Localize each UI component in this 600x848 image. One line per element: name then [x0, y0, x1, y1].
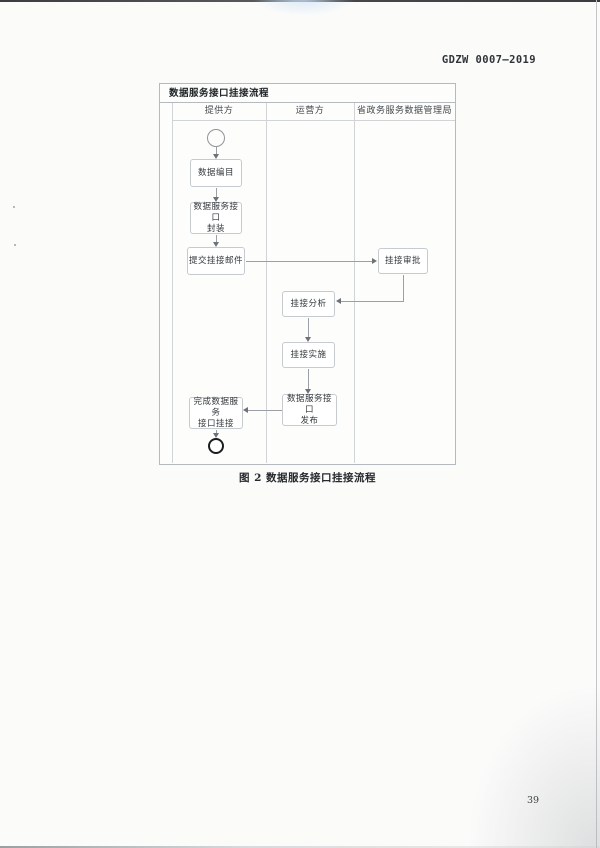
flow-arrowhead-down-icon: [213, 433, 219, 438]
flow-line: [216, 188, 217, 197]
flow-arrowhead-down-icon: [305, 337, 311, 342]
flow-line: [216, 430, 217, 434]
start-node: [207, 129, 225, 147]
pool-body: 提供方 运营方 省政务服务数据管理局 数据编目 数据服务接口 封装 提交挂接邮件…: [160, 103, 455, 463]
pool-title: 数据服务接口挂接流程: [160, 84, 455, 103]
flow-arrowhead-right-icon: [372, 258, 377, 264]
node-mount-implementation: 挂接实施: [282, 342, 335, 368]
scan-artifact-speck: [13, 206, 15, 208]
lane-divider-1: [266, 103, 267, 463]
node-mount-analysis: 挂接分析: [282, 291, 335, 317]
node-data-catalog: 数据编目: [190, 159, 242, 187]
figure-caption: 图 2 数据服务接口挂接流程: [238, 472, 377, 484]
lane-header-provider: 提供方: [204, 106, 234, 116]
flow-line: [246, 261, 372, 262]
lane-header-underline: [172, 120, 455, 121]
flow-line: [341, 301, 404, 302]
flowchart-pool: 数据服务接口挂接流程 提供方 运营方 省政务服务数据管理局 数据编目 数据服务接…: [159, 83, 456, 465]
page-number: 39: [526, 795, 540, 806]
node-mount-complete: 完成数据服务 接口挂接: [189, 397, 243, 429]
flow-arrowhead-down-icon: [213, 197, 219, 202]
flow-line: [403, 275, 404, 301]
scan-artifact-top-glow: [255, 0, 355, 16]
pool-left-strip-divider: [172, 103, 173, 463]
flow-arrowhead-down-icon: [305, 389, 311, 394]
doc-number: GDZW 0007—2019: [441, 54, 536, 66]
scan-artifact-bottom-edge: [0, 846, 600, 848]
scan-artifact-speck: [14, 244, 16, 246]
flow-line: [308, 318, 309, 337]
flow-line: [248, 410, 282, 411]
flow-arrowhead-down-icon: [213, 154, 219, 159]
node-interface-package: 数据服务接口 封装: [190, 202, 242, 234]
flow-arrowhead-down-icon: [213, 242, 219, 247]
node-interface-publish: 数据服务接口 发布: [282, 394, 337, 426]
scan-artifact-corner-shade: [470, 688, 600, 848]
scan-artifact-right-edge: [596, 0, 597, 848]
lane-header-operator: 运营方: [295, 106, 325, 116]
flow-arrowhead-left-icon: [336, 298, 341, 304]
lane-header-admin-bureau: 省政务服务数据管理局: [356, 106, 452, 116]
flow-arrowhead-left-icon: [243, 407, 248, 413]
lane-divider-2: [354, 103, 355, 463]
node-submit-mail: 提交挂接邮件: [187, 247, 245, 275]
flow-line: [216, 235, 217, 242]
node-mount-approval: 挂接审批: [378, 248, 428, 274]
flow-line: [216, 147, 217, 155]
end-node: [208, 438, 224, 454]
flow-line: [308, 369, 309, 389]
